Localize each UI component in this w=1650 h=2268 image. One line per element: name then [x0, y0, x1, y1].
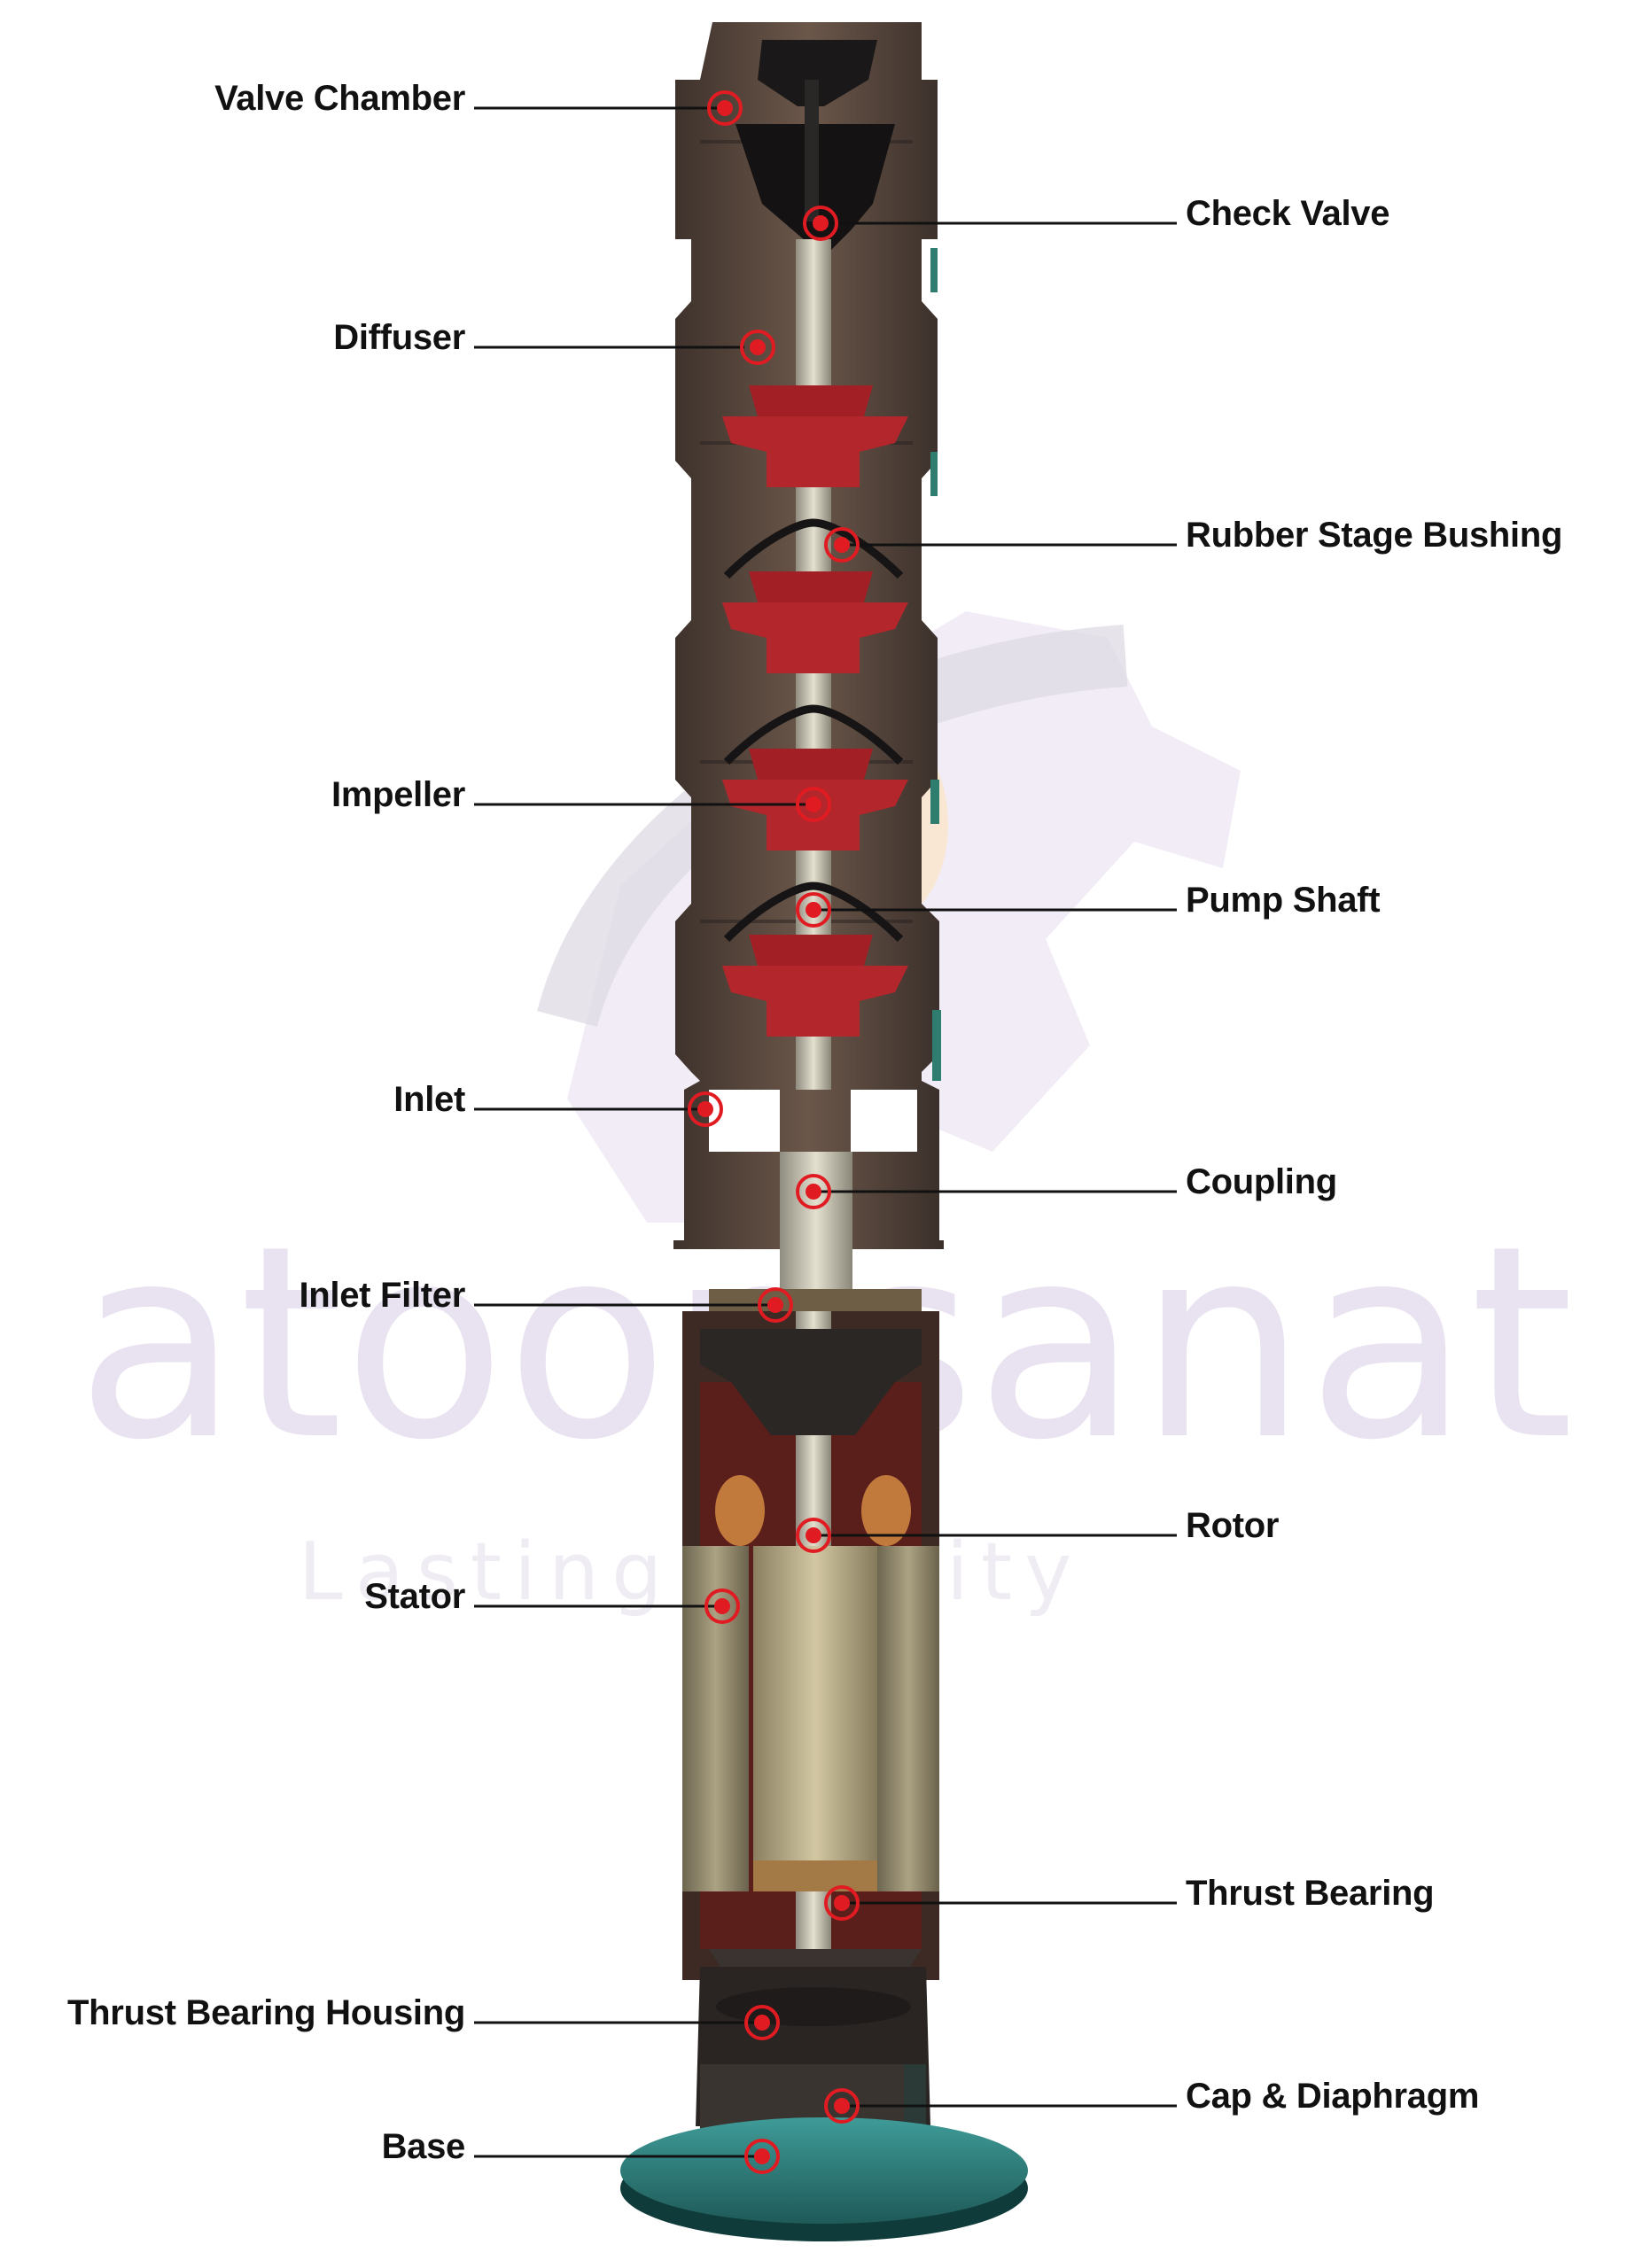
target-markers [688, 90, 860, 2174]
pump-end [673, 22, 944, 1298]
label-pump-shaft: Pump Shaft [1186, 881, 1381, 920]
marker-pump-shaft [796, 892, 831, 928]
label-inlet-filter: Inlet Filter [299, 1276, 465, 1315]
stator-right [877, 1546, 939, 1891]
leader-lines [474, 106, 1177, 2158]
marker-rotor [796, 1518, 831, 1553]
marker-thrust-bearing-housing [744, 2005, 780, 2040]
motor-end [682, 1289, 939, 2179]
label-inlet: Inlet [393, 1080, 465, 1119]
marker-inlet [688, 1091, 723, 1127]
label-check-valve: Check Valve [1186, 194, 1390, 233]
check-valve-stem [805, 80, 819, 221]
inlet-openings [709, 1090, 917, 1152]
marker-thrust-bearing [824, 1885, 860, 1921]
label-base: Base [381, 2127, 466, 2166]
label-rotor: Rotor [1186, 1506, 1280, 1545]
label-coupling: Coupling [1186, 1162, 1337, 1201]
label-stator: Stator [364, 1577, 465, 1616]
diffuser-vane-4 [749, 935, 873, 966]
rotor-end-ring [753, 1860, 877, 1891]
impeller-4 [722, 966, 908, 1037]
impeller-3 [722, 780, 908, 850]
copper-windings [715, 1475, 911, 1546]
marker-cap-diaphragm [824, 2088, 860, 2124]
marker-inlet-filter [758, 1287, 793, 1323]
diffuser-vane-1 [749, 385, 873, 416]
coupling-body [780, 1152, 852, 1298]
diffuser-vane-3 [749, 749, 873, 780]
impeller-2 [722, 602, 908, 673]
marker-diffuser [740, 330, 775, 365]
label-diffuser: Diffuser [333, 318, 465, 357]
marker-valve-chamber [707, 90, 743, 126]
marker-check-valve [803, 206, 838, 241]
marker-coupling [796, 1174, 831, 1209]
casing-green-trim [930, 248, 941, 1081]
marker-base [744, 2139, 780, 2174]
label-thrust-bearing-housing: Thrust Bearing Housing [67, 1993, 465, 2032]
marker-stator [704, 1588, 740, 1624]
valve-chamber-cavity [758, 40, 877, 106]
label-rubber-stage-bushing: Rubber Stage Bushing [1186, 516, 1563, 555]
impeller-stack [722, 385, 908, 1037]
label-impeller: Impeller [331, 775, 465, 814]
diffuser-vane-2 [749, 571, 873, 602]
label-valve-chamber: Valve Chamber [214, 79, 465, 118]
upper-bearing [700, 1329, 922, 1435]
label-thrust-bearing: Thrust Bearing [1186, 1874, 1435, 1913]
marker-rubber-stage-bushing [824, 527, 860, 563]
stator-left [682, 1546, 749, 1891]
rotor-core [753, 1546, 877, 1891]
label-cap-diaphragm: Cap & Diaphragm [1186, 2077, 1480, 2116]
stage-bowls [723, 518, 904, 943]
impeller-1 [722, 416, 908, 487]
base-plate [620, 2117, 1028, 2241]
marker-impeller [796, 787, 831, 822]
